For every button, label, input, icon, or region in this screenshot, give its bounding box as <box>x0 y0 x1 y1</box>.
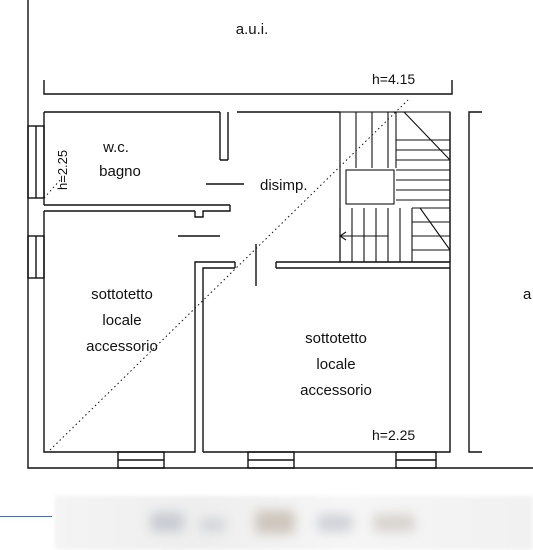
wc-label-line1: w.c. <box>102 139 129 156</box>
dimension-line-right <box>468 111 482 453</box>
wc-partition <box>219 112 229 161</box>
right-room-label-line3: accessorio <box>300 382 372 399</box>
wc-room-wall <box>43 111 220 205</box>
dimension-line-top <box>43 80 453 95</box>
blurred-mark-3 <box>255 510 295 534</box>
left-room-label-line2: locale <box>102 312 141 329</box>
left-room-label-line1: sottotetto <box>91 286 153 303</box>
outer-wall <box>27 0 533 469</box>
wc-height-label: h=2.25 <box>55 150 70 190</box>
height-label-bottom: h=2.25 <box>372 427 415 443</box>
blurred-mark-5 <box>373 514 415 532</box>
blurred-mark-4 <box>317 514 353 532</box>
left-room-label-line3: accessorio <box>86 338 158 355</box>
right-room-wall <box>203 112 451 453</box>
blurred-mark-2 <box>200 518 226 532</box>
aui-label: a.u.i. <box>236 21 269 38</box>
accent-line <box>0 516 52 517</box>
blurred-mark-1 <box>150 512 184 532</box>
staircase <box>339 111 451 263</box>
right-room-label-line1: sottotetto <box>305 330 367 347</box>
wc-label-line2: bagno <box>99 163 141 180</box>
height-label-top: h=4.15 <box>372 71 415 87</box>
left-room-wall <box>43 211 236 453</box>
right-room-label-line2: locale <box>316 356 355 373</box>
edge-label: a <box>523 286 532 303</box>
blurred-footer-strip <box>55 496 533 550</box>
wc-bottom-wall <box>44 204 231 218</box>
disimp-label: disimp. <box>260 177 308 194</box>
